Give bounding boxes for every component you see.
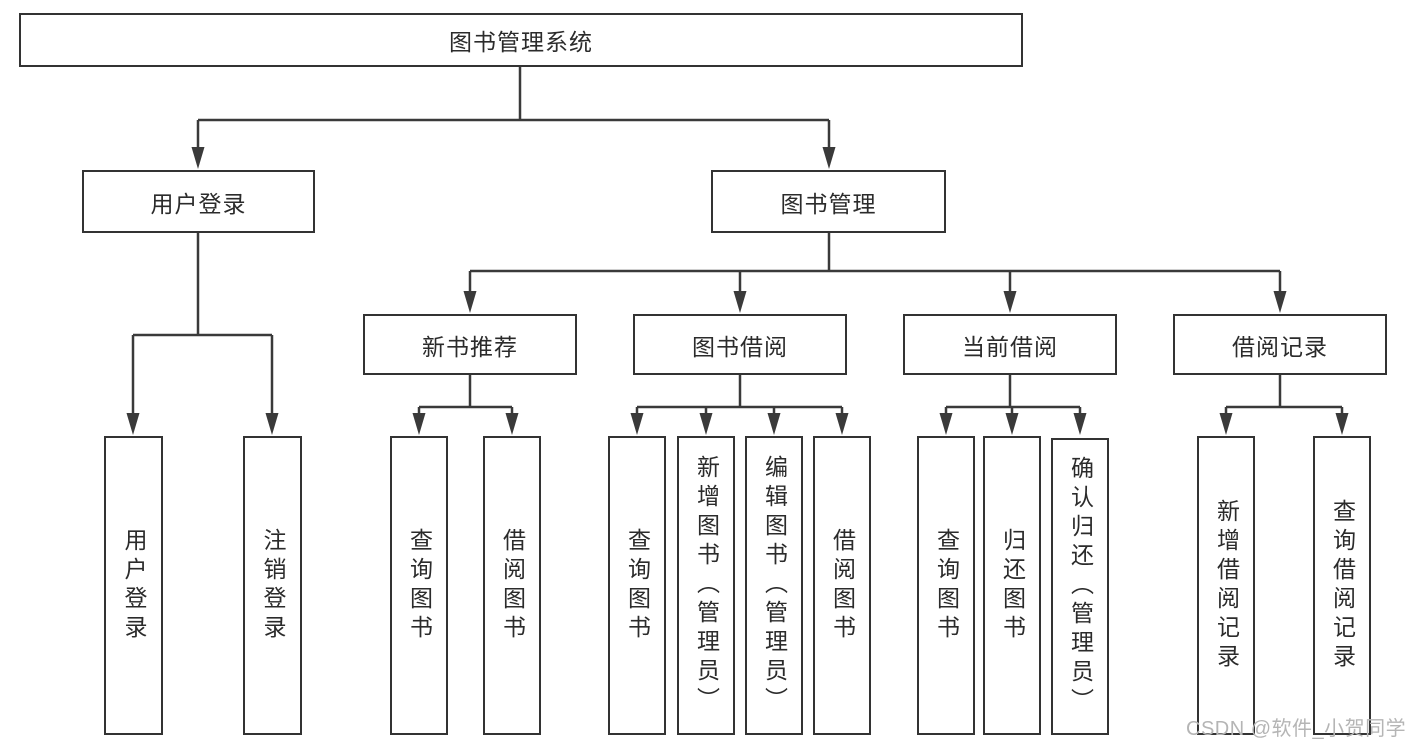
leaf-borrow-books-recommend: 借阅图书 xyxy=(483,436,541,735)
arrow-down-icon xyxy=(1003,291,1017,313)
leaf-user-login: 用户登录 xyxy=(104,436,163,735)
node-label: 用户登录 xyxy=(150,190,247,217)
node-user-login-branch: 用户登录 xyxy=(82,170,315,233)
node-label: 当前借阅 xyxy=(962,333,1058,360)
node-book-management-branch: 图书管理 xyxy=(711,170,946,233)
arrow-down-icon xyxy=(191,147,205,169)
leaf-add-books-admin: 新增图书（管理员） xyxy=(677,436,735,735)
arrowhead-icons xyxy=(126,147,1349,435)
arrow-down-icon xyxy=(822,147,836,169)
arrow-down-icon xyxy=(1273,291,1287,313)
leaf-return-books: 归还图书 xyxy=(983,436,1041,735)
connector-book-borrowing-to-leaves xyxy=(635,375,844,418)
arrow-down-icon xyxy=(265,413,279,435)
leaf-borrow-books-borrowing: 借阅图书 xyxy=(813,436,871,735)
node-system-root: 图书管理系统 xyxy=(19,13,1023,67)
node-new-book-recommend: 新书推荐 xyxy=(363,314,577,375)
node-current-borrowing: 当前借阅 xyxy=(903,314,1117,375)
arrow-down-icon xyxy=(1005,413,1019,435)
leaf-query-books-recommend: 查询图书 xyxy=(390,436,448,735)
node-label: 新增借阅记录 xyxy=(1213,498,1240,673)
arrow-down-icon xyxy=(767,413,781,435)
leaf-query-books-current: 查询图书 xyxy=(917,436,975,735)
arrow-down-icon xyxy=(1219,413,1233,435)
node-label: 编辑图书（管理员） xyxy=(761,455,788,716)
node-label: 查询借阅记录 xyxy=(1329,498,1356,673)
node-label: 确认归还（管理员） xyxy=(1067,456,1094,717)
connector-new-book-recommend-to-leaves xyxy=(417,375,514,418)
node-label: 归还图书 xyxy=(999,527,1026,644)
leaf-add-borrow-record: 新增借阅记录 xyxy=(1197,436,1255,735)
node-label: 借阅图书 xyxy=(829,527,856,644)
connector-current-borrowing-to-leaves xyxy=(944,375,1082,418)
node-label: 借阅记录 xyxy=(1232,333,1328,360)
leaf-query-borrow-record: 查询借阅记录 xyxy=(1313,436,1371,735)
arrow-down-icon xyxy=(126,413,140,435)
node-label: 图书管理系统 xyxy=(449,29,593,55)
node-label: 图书管理 xyxy=(780,190,877,217)
node-label: 注销登录 xyxy=(260,527,286,644)
arrow-down-icon xyxy=(1073,413,1087,435)
connector-book-management-to-level2 xyxy=(468,233,1282,296)
arrow-down-icon xyxy=(412,413,426,435)
node-label: 借阅图书 xyxy=(499,527,526,644)
arrow-down-icon xyxy=(505,413,519,435)
node-label: 查询图书 xyxy=(624,527,651,644)
arrow-down-icon xyxy=(835,413,849,435)
leaf-query-books-borrowing: 查询图书 xyxy=(608,436,666,735)
connector-user-login-to-leaves xyxy=(131,233,274,418)
arrow-down-icon xyxy=(463,291,477,313)
node-label: 用户登录 xyxy=(121,527,147,644)
watermark: CSDN @软件_小贺同学 xyxy=(1186,718,1405,740)
leaf-confirm-return-admin: 确认归还（管理员） xyxy=(1051,438,1109,735)
connector-borrowing-records-to-leaves xyxy=(1224,375,1344,418)
arrow-down-icon xyxy=(699,413,713,435)
leaf-edit-books-admin: 编辑图书（管理员） xyxy=(745,436,803,735)
arrow-down-icon xyxy=(733,291,747,313)
node-label: 查询图书 xyxy=(933,527,960,644)
node-book-borrowing: 图书借阅 xyxy=(633,314,847,375)
connector-root-to-level1 xyxy=(196,67,831,152)
node-label: 查询图书 xyxy=(406,527,433,644)
node-label: 新书推荐 xyxy=(422,333,518,360)
leaf-logout: 注销登录 xyxy=(243,436,302,735)
arrow-down-icon xyxy=(939,413,953,435)
arrow-down-icon xyxy=(630,413,644,435)
arrow-down-icon xyxy=(1335,413,1349,435)
node-label: 新增图书（管理员） xyxy=(693,455,720,716)
node-label: 图书借阅 xyxy=(692,333,788,360)
node-borrowing-records: 借阅记录 xyxy=(1173,314,1387,375)
